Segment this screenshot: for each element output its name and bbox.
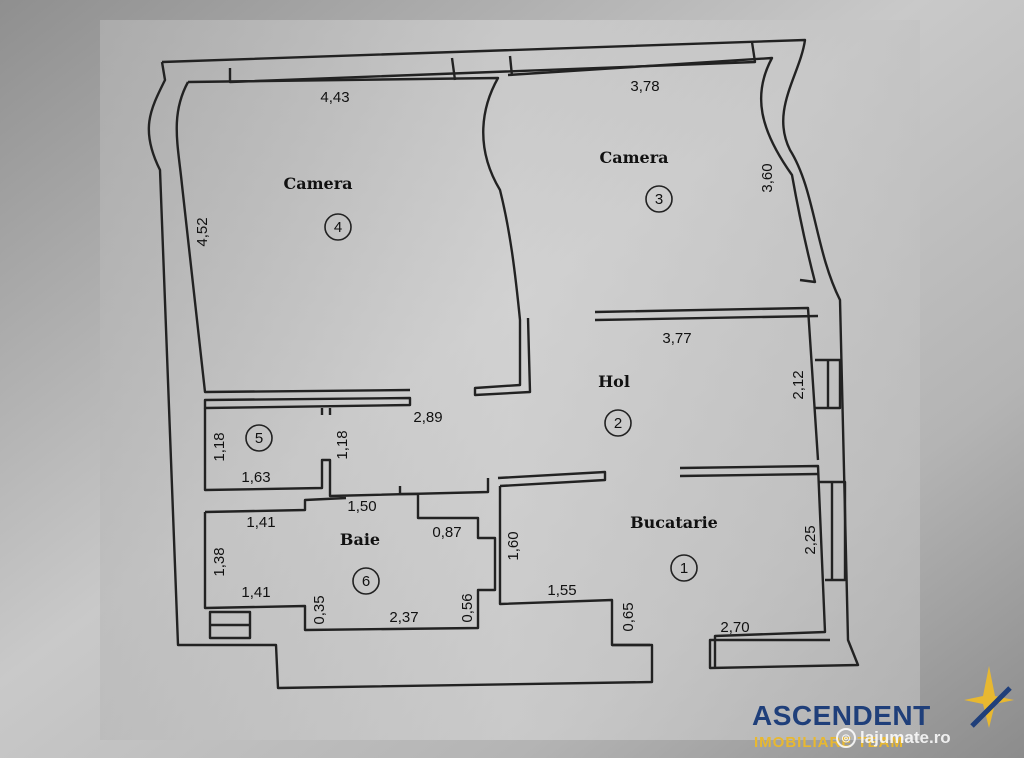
dim-camera4-height: 4,52 <box>194 217 211 246</box>
dim-baie-bottom: 2,37 <box>389 609 418 626</box>
window-hol <box>815 358 842 410</box>
wall-hol-top-inner <box>594 314 819 322</box>
wall-baie <box>203 486 497 632</box>
dim-camera4-width: 4,43 <box>320 89 349 106</box>
dim-baie-right-top: 0,87 <box>432 524 461 541</box>
dim-bucatarie-bottom-left: 1,55 <box>547 582 576 599</box>
dim-bucatarie-left: 1,60 <box>505 531 522 560</box>
logo-brand-text: ASCENDENT <box>752 700 931 731</box>
window-separator <box>450 55 514 81</box>
room-number-circle <box>245 424 273 452</box>
wall-wc-top <box>203 396 412 410</box>
room-label-camera-4: Camera <box>283 174 352 193</box>
dim-hol-bottom: 2,89 <box>413 409 442 426</box>
dim-bucatarie-right: 2,25 <box>802 525 819 554</box>
dim-baie-step-left: 0,35 <box>311 595 328 624</box>
wall-wc <box>203 408 490 498</box>
outer-wall-top-right <box>161 38 860 670</box>
window-baie <box>208 610 252 640</box>
wall-camera4-left <box>175 81 411 394</box>
paper-sheet <box>100 20 920 740</box>
wall-bucatarie-left <box>498 486 650 647</box>
room-number-circle <box>645 185 673 213</box>
room-label-hol: Hol <box>598 372 630 391</box>
room-number-circle <box>324 213 352 241</box>
room-number-4: 4 <box>334 219 342 236</box>
dim-baie-bottom-left: 1,41 <box>241 584 270 601</box>
walls <box>147 38 860 690</box>
wall-camera4-right <box>187 76 532 397</box>
watermark: ◎ lajumate.ro <box>836 728 951 748</box>
room-number-circle <box>670 554 698 582</box>
wall-baie-top <box>204 496 347 514</box>
dim-hol-height: 2,12 <box>790 370 807 399</box>
room-number-1: 1 <box>680 560 688 577</box>
room-number-circle <box>604 409 632 437</box>
dim-bucatarie-step: 0,65 <box>620 602 637 631</box>
wc-door <box>320 408 332 415</box>
room-number-circle <box>352 567 380 595</box>
room-number-3: 3 <box>655 191 663 208</box>
dim-baie-left: 1,38 <box>211 547 228 576</box>
wall-hol-bottom <box>497 470 607 488</box>
dim-camera3-height: 3,60 <box>759 163 776 192</box>
wall-camera3 <box>507 56 817 284</box>
dim-baie-top-mid: 1,50 <box>347 498 376 515</box>
room-number-5: 5 <box>255 430 263 447</box>
dim-hol-width: 3,77 <box>662 330 691 347</box>
outer-wall-left-bottom <box>147 61 654 690</box>
ascendent-logo: ASCENDENT IMOBILIARE TEAM <box>752 666 1022 756</box>
wall-bucatarie-top <box>679 472 819 478</box>
room-label-bucatarie: Bucatarie <box>630 513 718 532</box>
dim-baie-step-right: 0,56 <box>459 593 476 622</box>
room-number-6: 6 <box>362 573 370 590</box>
room-label-baie: Baie <box>340 530 380 549</box>
watermark-logo-icon: ◎ <box>836 728 856 748</box>
dim-camera3-width: 3,78 <box>630 78 659 95</box>
watermark-text: lajumate.ro <box>860 728 951 747</box>
dim-wc-width: 1,63 <box>241 469 270 486</box>
wall-hol-top <box>594 306 820 461</box>
logo-tagline: IMOBILIARE TEAM <box>754 734 904 751</box>
room-number-2: 2 <box>614 415 622 432</box>
wall-bucatarie <box>679 464 827 668</box>
room-label-camera-3: Camera <box>599 148 668 167</box>
top-window-band <box>228 41 757 84</box>
window-bucatarie <box>818 480 847 582</box>
star-icon <box>964 666 1014 728</box>
dim-baie-top-left: 1,41 <box>246 514 275 531</box>
dim-bucatarie-bottom-right: 2,70 <box>720 619 749 636</box>
dim-wc-height-right: 1,18 <box>334 430 351 459</box>
dim-wc-height-left: 1,18 <box>211 432 228 461</box>
